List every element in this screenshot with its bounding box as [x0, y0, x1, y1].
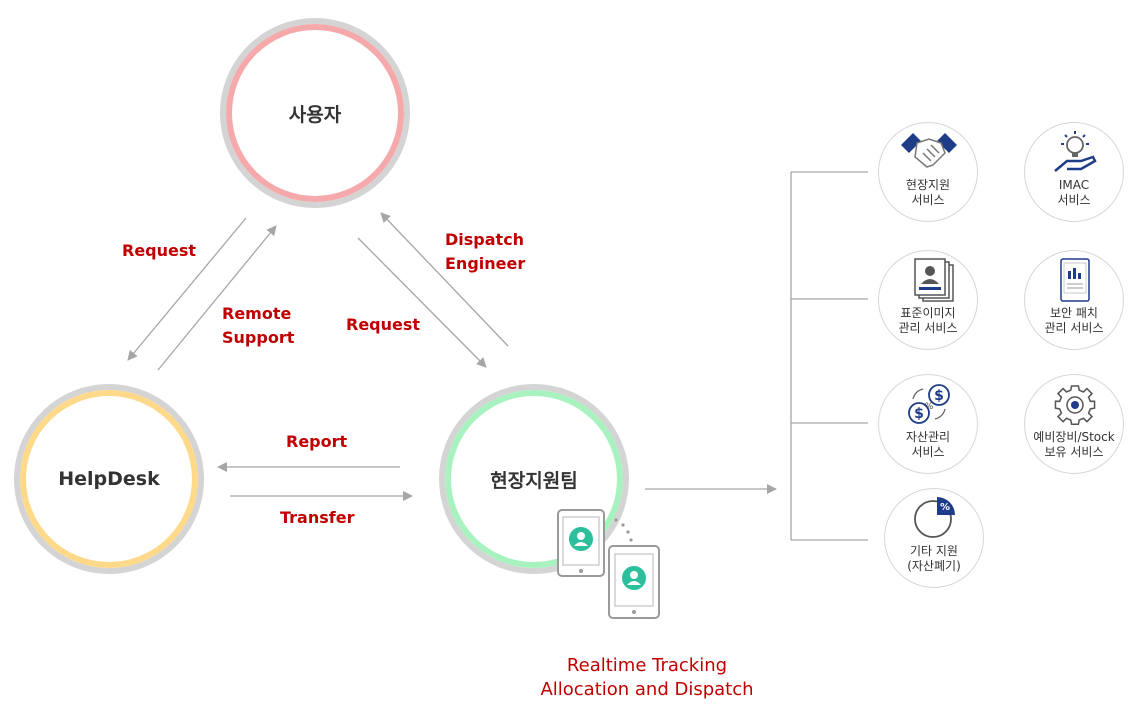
service-imac: IMAC 서비스 — [1024, 122, 1124, 222]
footer-caption: Realtime Tracking Allocation and Dispatc… — [540, 655, 754, 700]
svg-text:%: % — [940, 502, 950, 513]
service-other-support: % 기타 지원 (자산폐기) — [884, 488, 984, 588]
service-spare-stock: 예비장비/Stock 보유 서비스 — [1024, 374, 1124, 474]
currency-exchange-icon: $ $ % — [908, 384, 950, 424]
label-report: Report — [286, 432, 348, 451]
service-label: 예비장비/Stock 보유 서비스 — [1033, 430, 1115, 459]
label-remote-support: Remote Support — [222, 304, 295, 347]
service-label: 보안 패치 관리 서비스 — [1044, 306, 1104, 335]
svg-text:$: $ — [934, 388, 944, 404]
service-label: 기타 지원 (자산폐기) — [907, 544, 961, 573]
arrow-user-to-field — [357, 237, 487, 368]
service-label: IMAC 서비스 — [1057, 178, 1091, 207]
service-asset-management: $ $ % 자산관리 서비스 — [878, 374, 978, 474]
tablet-chart-icon — [1060, 258, 1090, 302]
label-transfer: Transfer — [280, 508, 355, 527]
service-label: 자산관리 서비스 — [905, 430, 951, 459]
arrow-user-to-helpdesk — [127, 217, 247, 361]
service-standard-image: 표준이미지 관리 서비스 — [878, 250, 978, 350]
arrow-field-to-user — [380, 212, 509, 347]
pie-percent-icon: % — [914, 497, 955, 538]
svg-text:$: $ — [914, 406, 924, 422]
service-label: 표준이미지 관리 서비스 — [898, 306, 958, 335]
handshake-icon — [901, 133, 957, 168]
label-request-right: Request — [346, 315, 421, 334]
arrow-helpdesk-to-user — [157, 225, 277, 371]
service-security-patch: 보안 패치 관리 서비스 — [1024, 250, 1124, 350]
lightbulb-hand-icon — [1054, 131, 1097, 172]
mobile-tracking-icon — [557, 509, 660, 619]
gear-icon — [1054, 385, 1096, 426]
node-helpdesk: HelpDesk — [14, 384, 204, 574]
service-label: 현장지원 서비스 — [905, 178, 951, 207]
label-dispatch-engineer: Dispatch Engineer — [445, 230, 526, 273]
label-request-left: Request — [122, 241, 197, 260]
service-field-support: 현장지원 서비스 — [878, 122, 978, 222]
svg-text:%: % — [925, 402, 934, 412]
profile-document-icon — [914, 258, 954, 302]
node-user: 사용자 — [220, 18, 410, 208]
